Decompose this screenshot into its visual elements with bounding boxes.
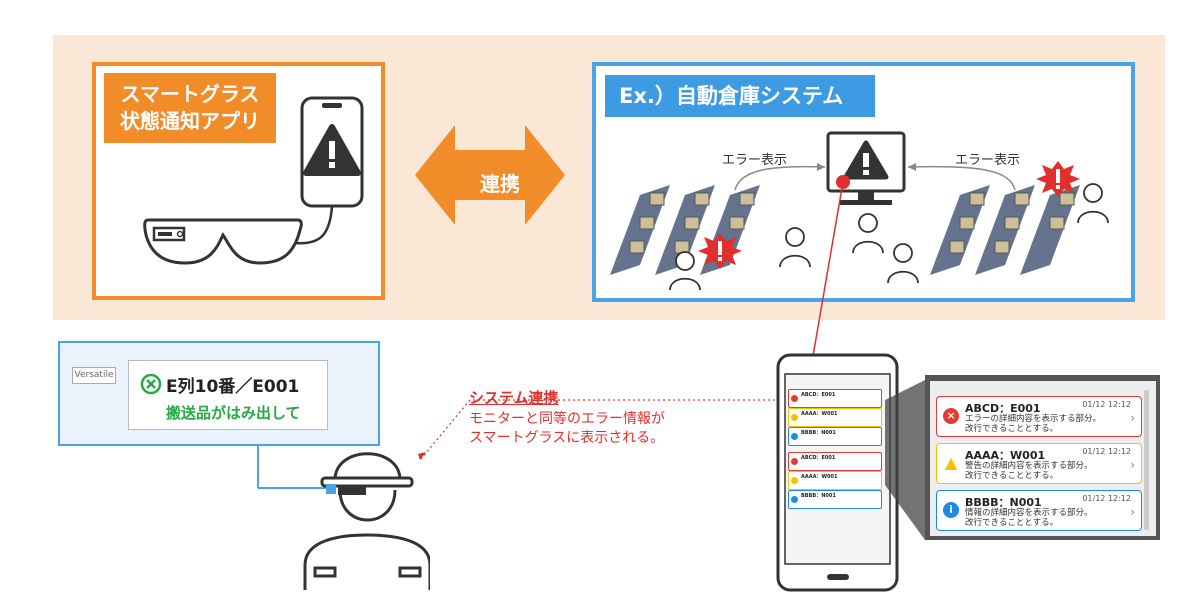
- x-circle-icon: ×: [943, 408, 959, 424]
- boxes-right: [949, 192, 1075, 254]
- alert-card-error[interactable]: × ABCD：E001 01/12 12:12 エラーの詳細内容を表示する部分。…: [936, 396, 1142, 437]
- alert-status-icon: [791, 477, 798, 484]
- smart-glasses-icon: [143, 218, 303, 265]
- alert-title: ABCD：E001: [965, 402, 1041, 415]
- alert-status-icon: [791, 414, 798, 421]
- worker-with-smart-glasses: [257, 444, 430, 590]
- phone-and-glasses-illustration: [143, 96, 364, 265]
- arrow-left-to-monitor: [734, 165, 826, 191]
- alert-status-icon: [791, 395, 798, 402]
- notification-title: E列10番／E001: [166, 377, 300, 397]
- chevron-right-icon: ›: [1130, 505, 1135, 519]
- x-circle-icon: [140, 373, 162, 395]
- phone-alert-card[interactable]: BBBB：N001: [788, 427, 882, 446]
- alert-burst-right: [1036, 161, 1080, 197]
- alert-card-info[interactable]: i BBBB：N001 01/12 12:12 情報の詳細内容を表示する部分。改…: [936, 490, 1142, 531]
- warning-triangle-icon: [303, 124, 361, 176]
- phone-to-glass-dotted-line: [419, 399, 785, 461]
- alert-status-icon: [791, 433, 798, 440]
- notification-message: 搬送品がはみ出して: [166, 404, 301, 422]
- alert-description: エラーの詳細内容を表示する部分。改行できることとする。: [965, 414, 1102, 434]
- arrow-right-to-monitor: [907, 165, 1016, 191]
- error-label-right: エラー表示: [955, 153, 1021, 168]
- warehouse-system-title: Ex.）自動倉庫システム: [605, 75, 875, 117]
- warning-triangle-icon: ▲: [944, 453, 958, 472]
- zoom-callout: [885, 380, 925, 540]
- alert-time: 01/12 12:12: [1082, 447, 1131, 456]
- cable-line: [294, 205, 334, 245]
- title-line-2: 状態通知アプリ: [120, 109, 260, 133]
- system-link-title: システム連携: [469, 389, 559, 407]
- notification-card: [128, 360, 328, 430]
- alert-time: 01/12 12:12: [1082, 400, 1131, 409]
- alert-description: 情報の詳細内容を表示する部分。改行できることとする。: [965, 508, 1093, 528]
- phone-alert-title: AAAA：W001: [801, 411, 838, 417]
- scrollbar[interactable]: [1144, 390, 1149, 530]
- monitor-to-phone-line: [807, 181, 844, 386]
- system-link-line-2: スマートグラスに表示される。: [469, 430, 665, 446]
- phone-alert-title: ABCD：E001: [801, 455, 836, 461]
- alert-title: AAAA：W001: [965, 449, 1046, 462]
- chevron-right-icon: ›: [1130, 458, 1135, 472]
- chevron-right-icon: ›: [1130, 411, 1135, 425]
- alert-status-icon: [791, 496, 798, 503]
- versatile-logo: Versatile: [72, 367, 116, 384]
- alert-description: 警告の詳細内容を表示する部分。改行できることとする。: [965, 461, 1093, 481]
- alert-time: 01/12 12:12: [1082, 494, 1131, 503]
- alert-burst-left: [698, 233, 742, 269]
- error-label-left: エラー表示: [722, 153, 788, 168]
- worker-icon: [669, 183, 1109, 291]
- phone-alert-title: AAAA：W001: [801, 474, 838, 480]
- system-link-line-1: モニターと同等のエラー情報が: [469, 411, 665, 427]
- alert-title: BBBB：N001: [965, 496, 1042, 509]
- link-label: 連携: [480, 172, 520, 196]
- glass-camera-icon: [326, 484, 336, 494]
- alert-status-icon: [791, 458, 798, 465]
- phone-alert-title: BBBB：N001: [801, 493, 836, 499]
- phone-alert-card[interactable]: AAAA：W001: [788, 408, 882, 427]
- phone-alert-card[interactable]: BBBB：N001: [788, 490, 882, 509]
- phone-alert-title: BBBB：N001: [801, 430, 836, 436]
- boxes-left: [629, 192, 755, 254]
- alert-card-warning[interactable]: ▲ AAAA：W001 01/12 12:12 警告の詳細内容を表示する部分。改…: [936, 443, 1142, 484]
- info-circle-icon: i: [943, 502, 959, 518]
- conveyor-racks-right: [930, 185, 1080, 275]
- bidirectional-link-arrow: [415, 125, 565, 225]
- phone-alert-title: ABCD：E001: [801, 392, 836, 398]
- title-line-1: スマートグラス: [120, 82, 260, 106]
- phone-alert-card[interactable]: AAAA：W001: [788, 471, 882, 490]
- phone-alert-card[interactable]: ABCD：E001: [788, 452, 882, 471]
- phone-alert-card[interactable]: ABCD：E001: [788, 389, 882, 408]
- smart-glass-app-title: スマートグラス 状態通知アプリ: [104, 73, 276, 143]
